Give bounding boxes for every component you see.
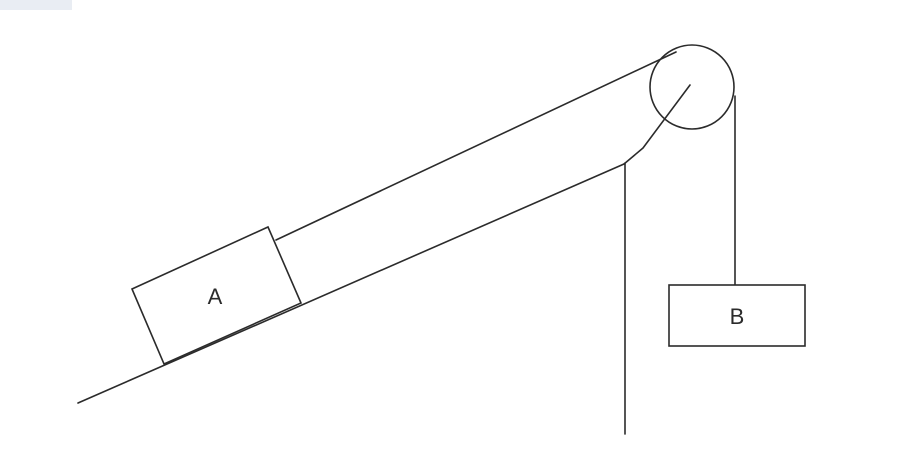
block-b-label: B [730, 304, 745, 329]
corner-mark [0, 0, 72, 10]
block-a-label: A [208, 284, 223, 309]
pulley-bracket [623, 84, 691, 165]
rope-incline [275, 51, 677, 241]
block-a [130, 225, 303, 366]
pulley [649, 44, 735, 130]
block-b [668, 284, 806, 347]
incline-surface [77, 163, 625, 404]
